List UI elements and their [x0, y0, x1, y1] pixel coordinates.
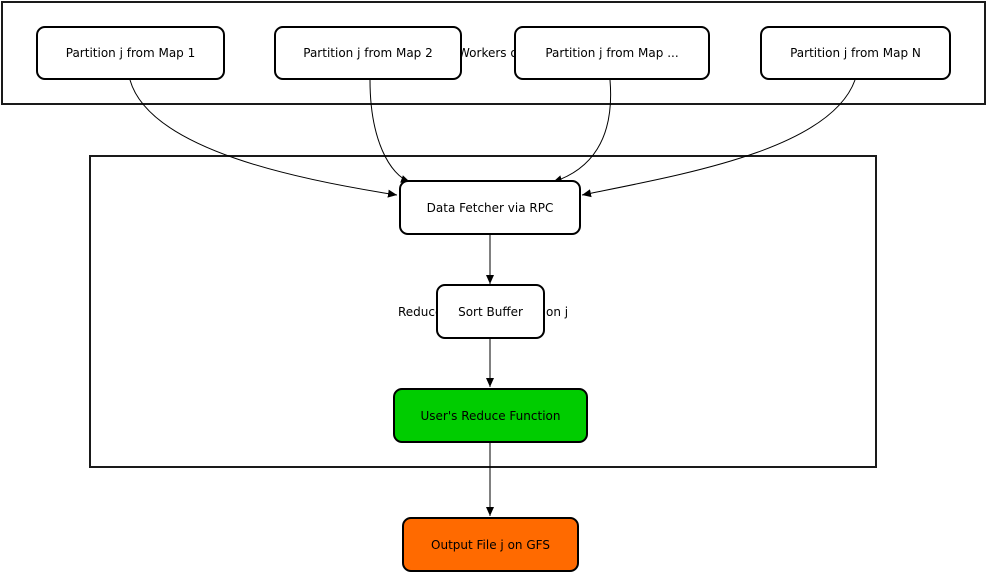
sort-buffer-node: Sort Buffer [436, 284, 545, 339]
edge-map2-to-fetcher [369, 79, 411, 183]
reduce-worker-group-label-left: Reduce [398, 305, 443, 319]
reduce-function-node: User's Reduce Function [393, 388, 588, 443]
partition-map-2-node: Partition j from Map 2 [274, 26, 462, 80]
edge-map1-to-fetcher [129, 79, 398, 198]
map-workers-group-label: Workers o [458, 46, 518, 60]
edge-mapn-to-fetcher [581, 79, 856, 198]
partition-map-dots-node: Partition j from Map ... [514, 26, 710, 80]
partition-map-n-node: Partition j from Map N [760, 26, 951, 80]
data-fetcher-node: Data Fetcher via RPC [399, 180, 581, 235]
edge-mapdots-to-fetcher [552, 79, 612, 184]
map-workers-group [1, 1, 986, 105]
output-file-node: Output File j on GFS [402, 517, 579, 572]
reduce-worker-group [89, 155, 877, 468]
reduce-worker-group-label-right: on j [546, 305, 569, 319]
partition-map-1-node: Partition j from Map 1 [36, 26, 225, 80]
